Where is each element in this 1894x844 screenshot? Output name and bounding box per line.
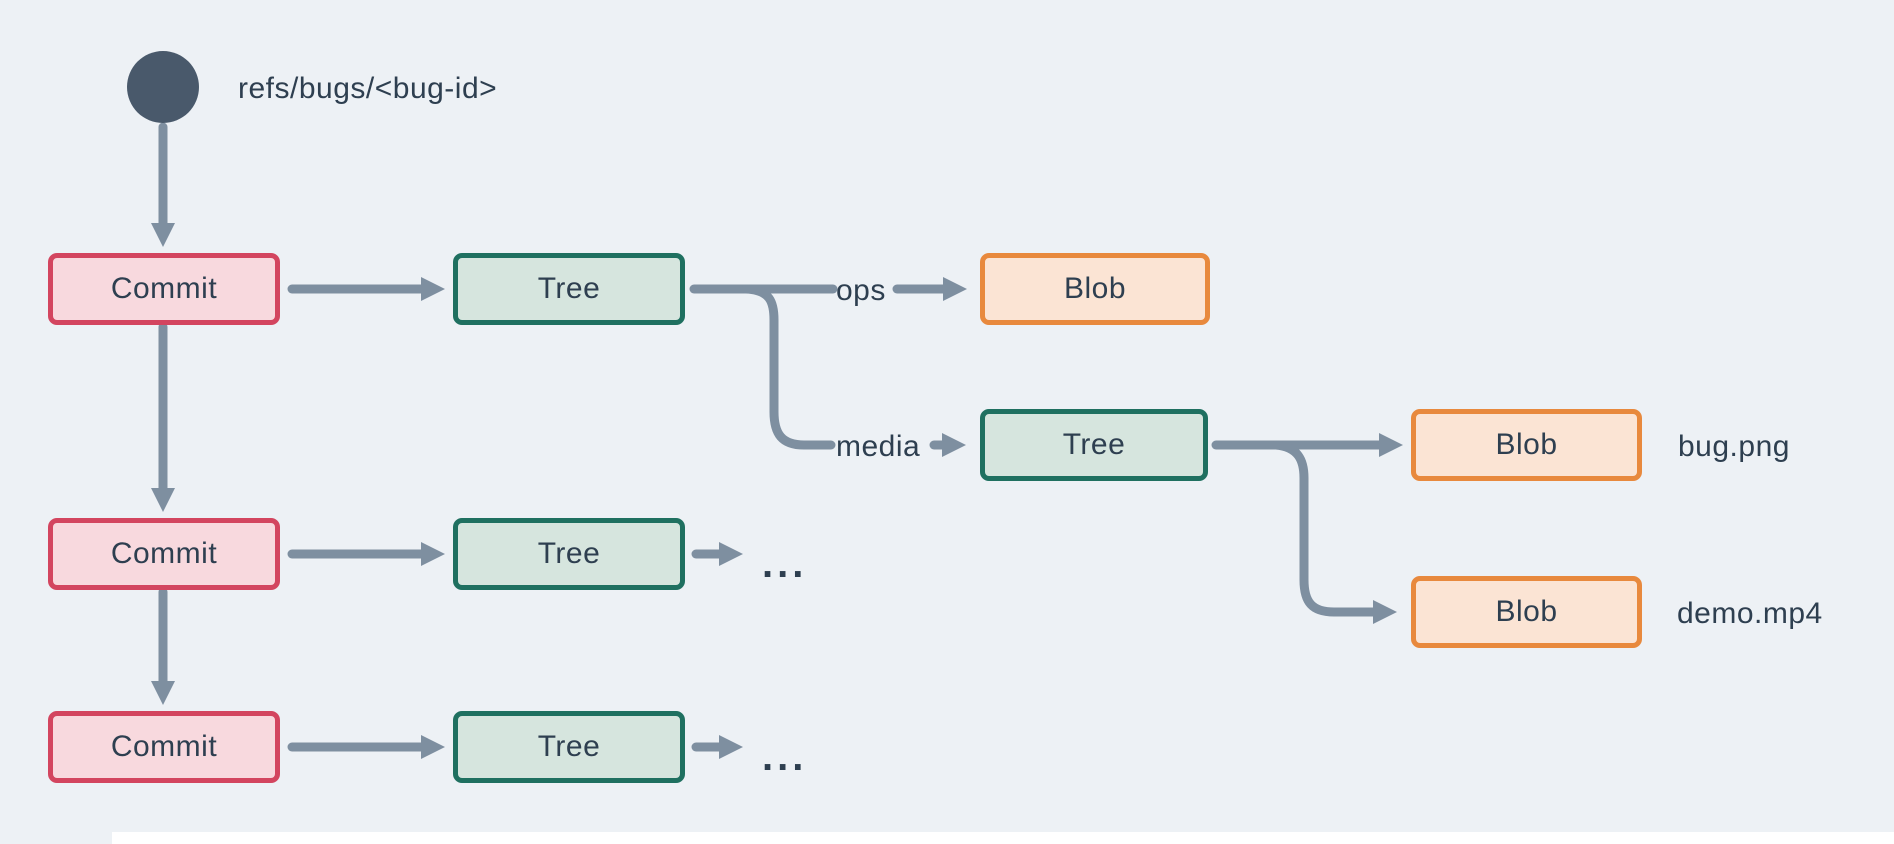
edge-label-media: media	[836, 430, 921, 463]
node-tree-root-3: Tree	[453, 711, 685, 783]
ref-circle	[127, 51, 199, 123]
file-label-bug-png: bug.png	[1678, 430, 1790, 463]
node-commit-2: Commit	[48, 518, 280, 590]
node-commit-3: Commit	[48, 711, 280, 783]
edge-label-ops: ops	[836, 274, 886, 307]
node-commit-1: Commit	[48, 253, 280, 325]
ellipsis-row-2: ...	[762, 542, 808, 586]
node-tree-media: Tree	[980, 409, 1208, 481]
node-tree-root-2: Tree	[453, 518, 685, 590]
edge-treemedia-fork-to-blob-demo	[1271, 440, 1397, 624]
edge-tree1-fork-to-media	[741, 284, 836, 450]
ellipsis-row-3: ...	[762, 735, 808, 779]
ref-label: refs/bugs/<bug-id>	[238, 72, 498, 105]
node-blob-demo: Blob	[1411, 576, 1642, 648]
node-blob-ops: Blob	[980, 253, 1210, 325]
node-tree-root-1: Tree	[453, 253, 685, 325]
page-bottom-strip	[112, 832, 1894, 844]
file-label-demo-mp4: demo.mp4	[1677, 597, 1823, 630]
node-blob-bug: Blob	[1411, 409, 1642, 481]
